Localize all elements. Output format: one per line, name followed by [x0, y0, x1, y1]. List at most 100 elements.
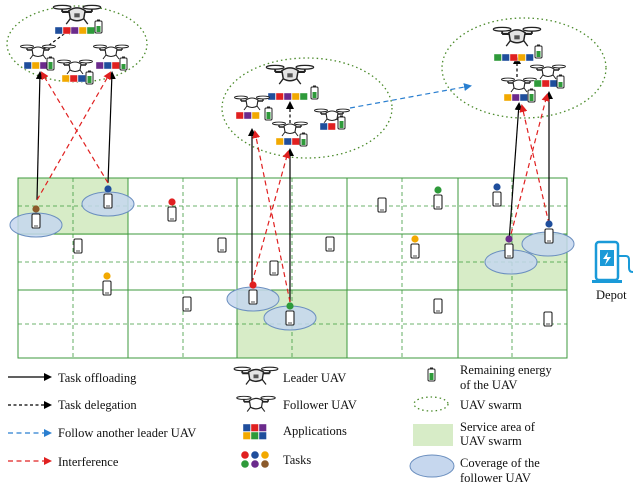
- battery-cap: [88, 70, 91, 72]
- application-block: [242, 431, 251, 440]
- application-block: [291, 92, 300, 101]
- battery-indicator: [85, 70, 94, 85]
- application-block: [250, 431, 259, 440]
- device-phone: [433, 298, 443, 314]
- phone-body: [543, 311, 553, 327]
- application-block: [251, 111, 260, 120]
- application-block: [283, 92, 292, 101]
- interference-link: [519, 104, 550, 225]
- battery-indicator: [299, 132, 308, 147]
- application-block: [319, 122, 328, 131]
- task-dot: [545, 220, 553, 228]
- application-block: [533, 79, 542, 88]
- uav-leg: [83, 18, 89, 25]
- application-block: [525, 53, 534, 62]
- uav-leg: [294, 131, 299, 137]
- phone-body: [377, 197, 387, 213]
- task-dot: [251, 451, 259, 459]
- application-block: [70, 26, 79, 35]
- charging-station-base: [592, 280, 622, 283]
- application-blocks: [54, 26, 95, 35]
- interference-link: [251, 150, 291, 284]
- uav-rotor: [523, 77, 537, 82]
- task-dot: [251, 460, 259, 468]
- task-dot: [241, 451, 249, 459]
- application-block: [258, 423, 267, 432]
- battery-indicator: [46, 56, 55, 71]
- legend-applications-label: Applications: [283, 424, 347, 438]
- grid-area: [17, 177, 568, 359]
- phone-body: [102, 280, 112, 296]
- task-dot: [261, 460, 269, 468]
- device-phone: [492, 191, 502, 207]
- follow-leader-link: [349, 83, 472, 109]
- legend-tasks-dots: [241, 451, 269, 468]
- battery-level: [121, 64, 126, 69]
- uav-rotor: [501, 77, 515, 82]
- uav-rotor: [52, 4, 72, 10]
- follower-uav: [57, 59, 93, 75]
- leader-uav: [265, 64, 315, 85]
- application-blocks: [267, 92, 308, 101]
- uav-body: [541, 66, 555, 78]
- depot-station: [592, 240, 634, 283]
- legend-coverage-label-2: follower UAV: [460, 471, 531, 485]
- battery-cap: [537, 44, 540, 46]
- follower-uav: [530, 64, 566, 80]
- uav-rotor: [260, 395, 276, 400]
- uav-body: [512, 79, 526, 91]
- application-block: [283, 137, 292, 146]
- legend-service-area: [413, 424, 453, 446]
- leader-uav: [233, 366, 279, 385]
- device-phone: [285, 310, 295, 326]
- uav-camera: [74, 13, 80, 18]
- follower-uav: [236, 395, 276, 412]
- application-block: [511, 93, 520, 102]
- uav-rotor: [93, 44, 107, 49]
- uav-camera: [514, 35, 520, 40]
- application-block: [509, 53, 518, 62]
- follower-uav: [93, 44, 129, 60]
- application-blocks: [61, 74, 86, 83]
- uav-leg: [261, 406, 266, 412]
- device-phone: [269, 260, 279, 276]
- task-dot: [505, 235, 513, 243]
- uav-leg: [29, 54, 34, 60]
- battery-cap: [340, 115, 343, 117]
- legend-follower-label: Follower UAV: [283, 398, 357, 412]
- device-phone: [377, 197, 387, 213]
- application-blocks: [23, 61, 48, 70]
- application-blocks: [95, 61, 120, 70]
- battery-indicator: [94, 19, 103, 34]
- uav-leg: [243, 105, 248, 111]
- phone-body: [433, 298, 443, 314]
- application-block: [275, 92, 284, 101]
- uav-leg: [42, 54, 47, 60]
- ground-devices: [31, 183, 554, 327]
- task-dot: [168, 198, 176, 206]
- uav-rotor: [234, 95, 248, 100]
- uav-leg: [552, 74, 557, 80]
- application-block: [62, 26, 71, 35]
- phone-body: [73, 238, 83, 254]
- device-phone: [410, 243, 420, 259]
- uav-rotor: [522, 26, 542, 32]
- application-block: [77, 74, 86, 83]
- uav-body: [325, 110, 339, 122]
- task-dot: [104, 185, 112, 193]
- grid-border: [17, 177, 568, 359]
- application-block: [95, 61, 104, 70]
- uav-rotor: [82, 4, 102, 10]
- follower-uav: [501, 77, 537, 93]
- application-block: [78, 26, 87, 35]
- application-block: [327, 122, 336, 131]
- uav-leg: [115, 54, 120, 60]
- legend-swarm-ellipse: [413, 396, 449, 412]
- application-block: [519, 93, 528, 102]
- follower-uav: [20, 44, 56, 60]
- application-block: [291, 137, 300, 146]
- device-phone: [248, 289, 258, 305]
- legend-service-label-2: UAV swarm: [460, 434, 522, 448]
- legend-follow-label: Follow another leader UAV: [58, 426, 197, 440]
